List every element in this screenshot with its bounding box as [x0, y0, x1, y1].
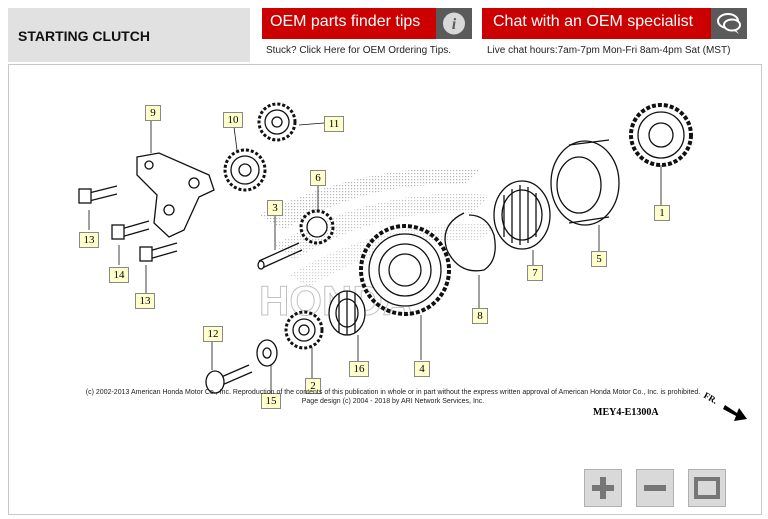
diagram-code: MEY4-E1300A — [593, 407, 659, 418]
chat-bubble-icon — [711, 8, 747, 39]
exploded-parts-diagram: HONDA — [78, 102, 747, 421]
callout-10[interactable]: 10 — [223, 112, 243, 128]
chat-button-label: Chat with an OEM specialist — [493, 13, 694, 30]
parts-diagram-viewer[interactable]: HONDA — [8, 64, 762, 515]
callout-8[interactable]: 8 — [472, 308, 488, 324]
copyright-line-2: Page design (c) 2004 - 2018 by ARI Netwo… — [301, 398, 485, 405]
chat-hours-text: Live chat hours:7am-7pm Mon-Fri 8am-4pm … — [487, 45, 731, 56]
plus-icon — [592, 477, 614, 499]
callout-5[interactable]: 5 — [591, 251, 607, 267]
finder-button-label: OEM parts finder tips — [270, 13, 421, 30]
chat-with-oem-specialist-button[interactable]: Chat with an OEM specialist — [482, 8, 747, 39]
callout-11[interactable]: 11 — [324, 116, 344, 132]
copyright-line-1: (c) 2002-2013 American Honda Motor Co., … — [85, 389, 701, 396]
callout-9[interactable]: 9 — [145, 105, 161, 121]
callout-15[interactable]: 15 — [261, 393, 281, 409]
callout-13-bottom[interactable]: 13 — [135, 293, 155, 309]
minus-icon — [644, 485, 666, 491]
svg-text:i: i — [452, 16, 457, 33]
fit-to-window-button[interactable] — [688, 469, 726, 507]
finder-subtext-link[interactable]: Stuck? Click Here for OEM Ordering Tips. — [266, 45, 452, 56]
fit-to-window-icon — [694, 477, 720, 499]
callout-16[interactable]: 16 — [349, 361, 369, 377]
page-title: STARTING CLUTCH — [18, 28, 150, 44]
callout-3[interactable]: 3 — [267, 200, 283, 216]
page-header: STARTING CLUTCH — [8, 8, 250, 62]
callout-6[interactable]: 6 — [310, 170, 326, 186]
zoom-in-button[interactable] — [584, 469, 622, 507]
callout-13-top[interactable]: 13 — [79, 232, 99, 248]
oem-parts-finder-tips-button[interactable]: OEM parts finder tips i — [262, 8, 472, 39]
callout-2[interactable]: 2 — [305, 378, 321, 394]
copyright-notice: (c) 2002-2013 American Honda Motor Co., … — [53, 388, 733, 406]
callout-1[interactable]: 1 — [654, 205, 670, 221]
info-icon: i — [436, 8, 472, 39]
callout-12[interactable]: 12 — [203, 326, 223, 342]
callout-4[interactable]: 4 — [414, 361, 430, 377]
callout-14[interactable]: 14 — [109, 267, 129, 283]
zoom-out-button[interactable] — [636, 469, 674, 507]
callout-7[interactable]: 7 — [527, 265, 543, 281]
